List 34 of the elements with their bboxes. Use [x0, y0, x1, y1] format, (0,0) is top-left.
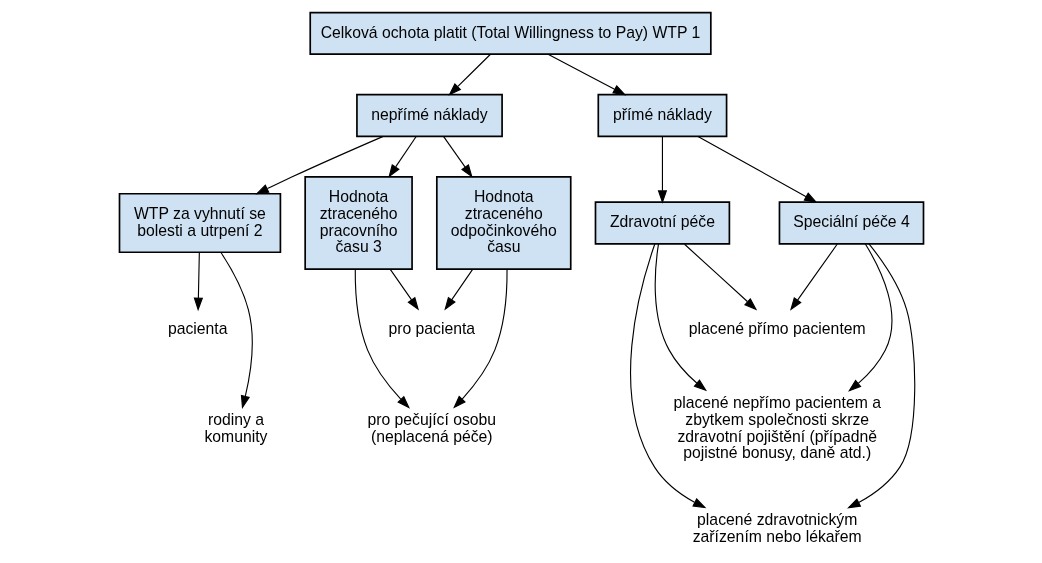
arrow	[443, 268, 473, 311]
arrow	[654, 243, 707, 392]
node-text: placené zdravotnickým zařízením nebo lékařem	[692, 510, 862, 545]
arrow	[389, 268, 419, 311]
node-box: Hodnota ztraceného pracovního času 3	[303, 176, 413, 270]
node-text: pacienta	[167, 320, 227, 338]
node-box: Speciální péče 4	[778, 201, 924, 245]
arrow	[683, 243, 757, 311]
node-text: pro pečující osobu (neplacená péče)	[366, 410, 496, 445]
arrow	[447, 53, 491, 96]
node-box: přímé náklady	[596, 93, 727, 138]
arrow	[657, 135, 667, 204]
node-box: Celková ochota platit (Total Willingness to Pay) WTP 1	[308, 11, 712, 56]
node-text: placené nepřímo pacientem a zbytkem společnosti skrze zdravotní pojištění (případně pojistné bonusy, daně atd.)	[672, 393, 881, 462]
arrow	[547, 53, 626, 96]
node-box: nepřímé náklady	[355, 93, 503, 138]
node-text: rodiny a komunity	[203, 410, 267, 445]
arrow	[254, 135, 384, 195]
node-text: placené přímo pacientem	[688, 320, 866, 338]
arrow	[452, 268, 508, 409]
node-text: pro pacienta	[387, 320, 475, 338]
arrow	[846, 243, 915, 509]
arrow	[193, 252, 203, 312]
arrow	[354, 268, 410, 409]
arrow	[629, 243, 706, 509]
arrow	[696, 135, 818, 203]
arrow	[442, 135, 473, 178]
node-box: WTP za vyhnutí se bolesti a utrpení 2	[118, 192, 281, 254]
arrow	[219, 252, 253, 410]
arrow	[387, 135, 417, 178]
node-box: Zdravotní péče	[594, 201, 730, 245]
node-box: Hodnota ztraceného odpočinkového času	[435, 176, 572, 270]
arrow	[789, 243, 838, 311]
arrow	[847, 243, 892, 392]
